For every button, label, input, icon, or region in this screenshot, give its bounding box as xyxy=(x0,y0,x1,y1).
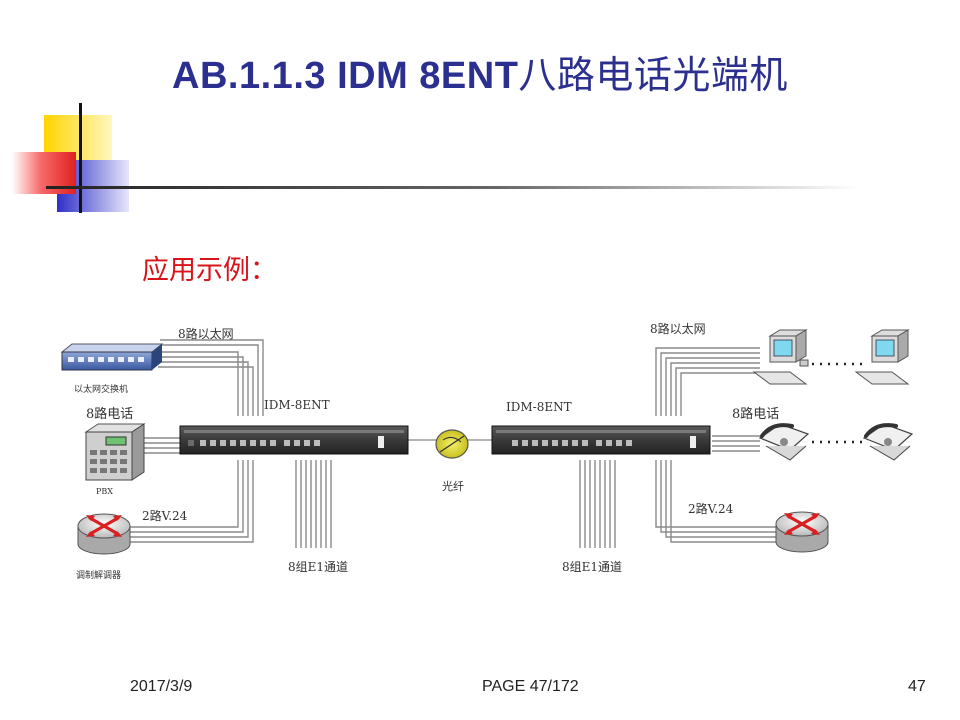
network-diagram: 8路以太网 以太网交换机 8路电话 PBX 2路V.24 调制解调器 8组E1通… xyxy=(60,321,914,581)
footer-slide-number: 47 xyxy=(908,678,926,695)
title-cjk: 八路电话光端机 xyxy=(518,53,788,97)
pc-icon-1 xyxy=(752,329,809,385)
right-device-label: IDM-8ENT xyxy=(506,400,572,414)
left-phone-label: 8路电话 xyxy=(86,406,133,422)
left-v24-label: 2路V.24 xyxy=(142,508,188,523)
left-e1-label: 8组E1通道 xyxy=(288,560,348,574)
footer-date: 2017/3/9 xyxy=(130,678,193,695)
left-device-label: IDM-8ENT xyxy=(264,398,330,412)
left-ethernet-label: 8路以太网 xyxy=(178,326,234,341)
title-latin: AB.1.1.3 IDM 8ENT xyxy=(172,55,519,97)
phone-icon-1 xyxy=(758,423,810,461)
deco-horizontal-line xyxy=(46,186,860,189)
left-modem-label: 调制解调器 xyxy=(76,569,121,581)
fiber-label: 光纤 xyxy=(442,479,464,493)
left-pbx-label: PBX xyxy=(96,487,113,496)
right-ethernet-label: 8路以太网 xyxy=(650,321,706,336)
corner-decoration xyxy=(12,103,860,213)
footer-page: PAGE 47/172 xyxy=(482,678,579,695)
left-idm-device-icon xyxy=(179,425,409,455)
deco-vertical-line xyxy=(79,103,82,213)
connection-lines xyxy=(128,339,778,548)
ethernet-switch-icon xyxy=(60,343,164,371)
slide-subtitle: 应用示例： xyxy=(142,255,277,286)
right-idm-device-icon xyxy=(491,425,711,455)
pbx-icon xyxy=(84,423,146,481)
pc-icon-2 xyxy=(854,329,910,385)
left-switch-label: 以太网交换机 xyxy=(74,383,128,395)
right-router-icon xyxy=(775,511,829,553)
fiber-coil-icon xyxy=(435,429,469,459)
right-e1-label: 8组E1通道 xyxy=(562,560,622,574)
phone-icon-2 xyxy=(862,423,914,461)
slide-title: AB.1.1.3 IDM 8ENT八路电话光端机 xyxy=(0,44,960,99)
modem-router-icon xyxy=(77,513,131,555)
right-v24-label: 2路V.24 xyxy=(688,501,734,516)
right-phone-label: 8路电话 xyxy=(732,406,779,422)
